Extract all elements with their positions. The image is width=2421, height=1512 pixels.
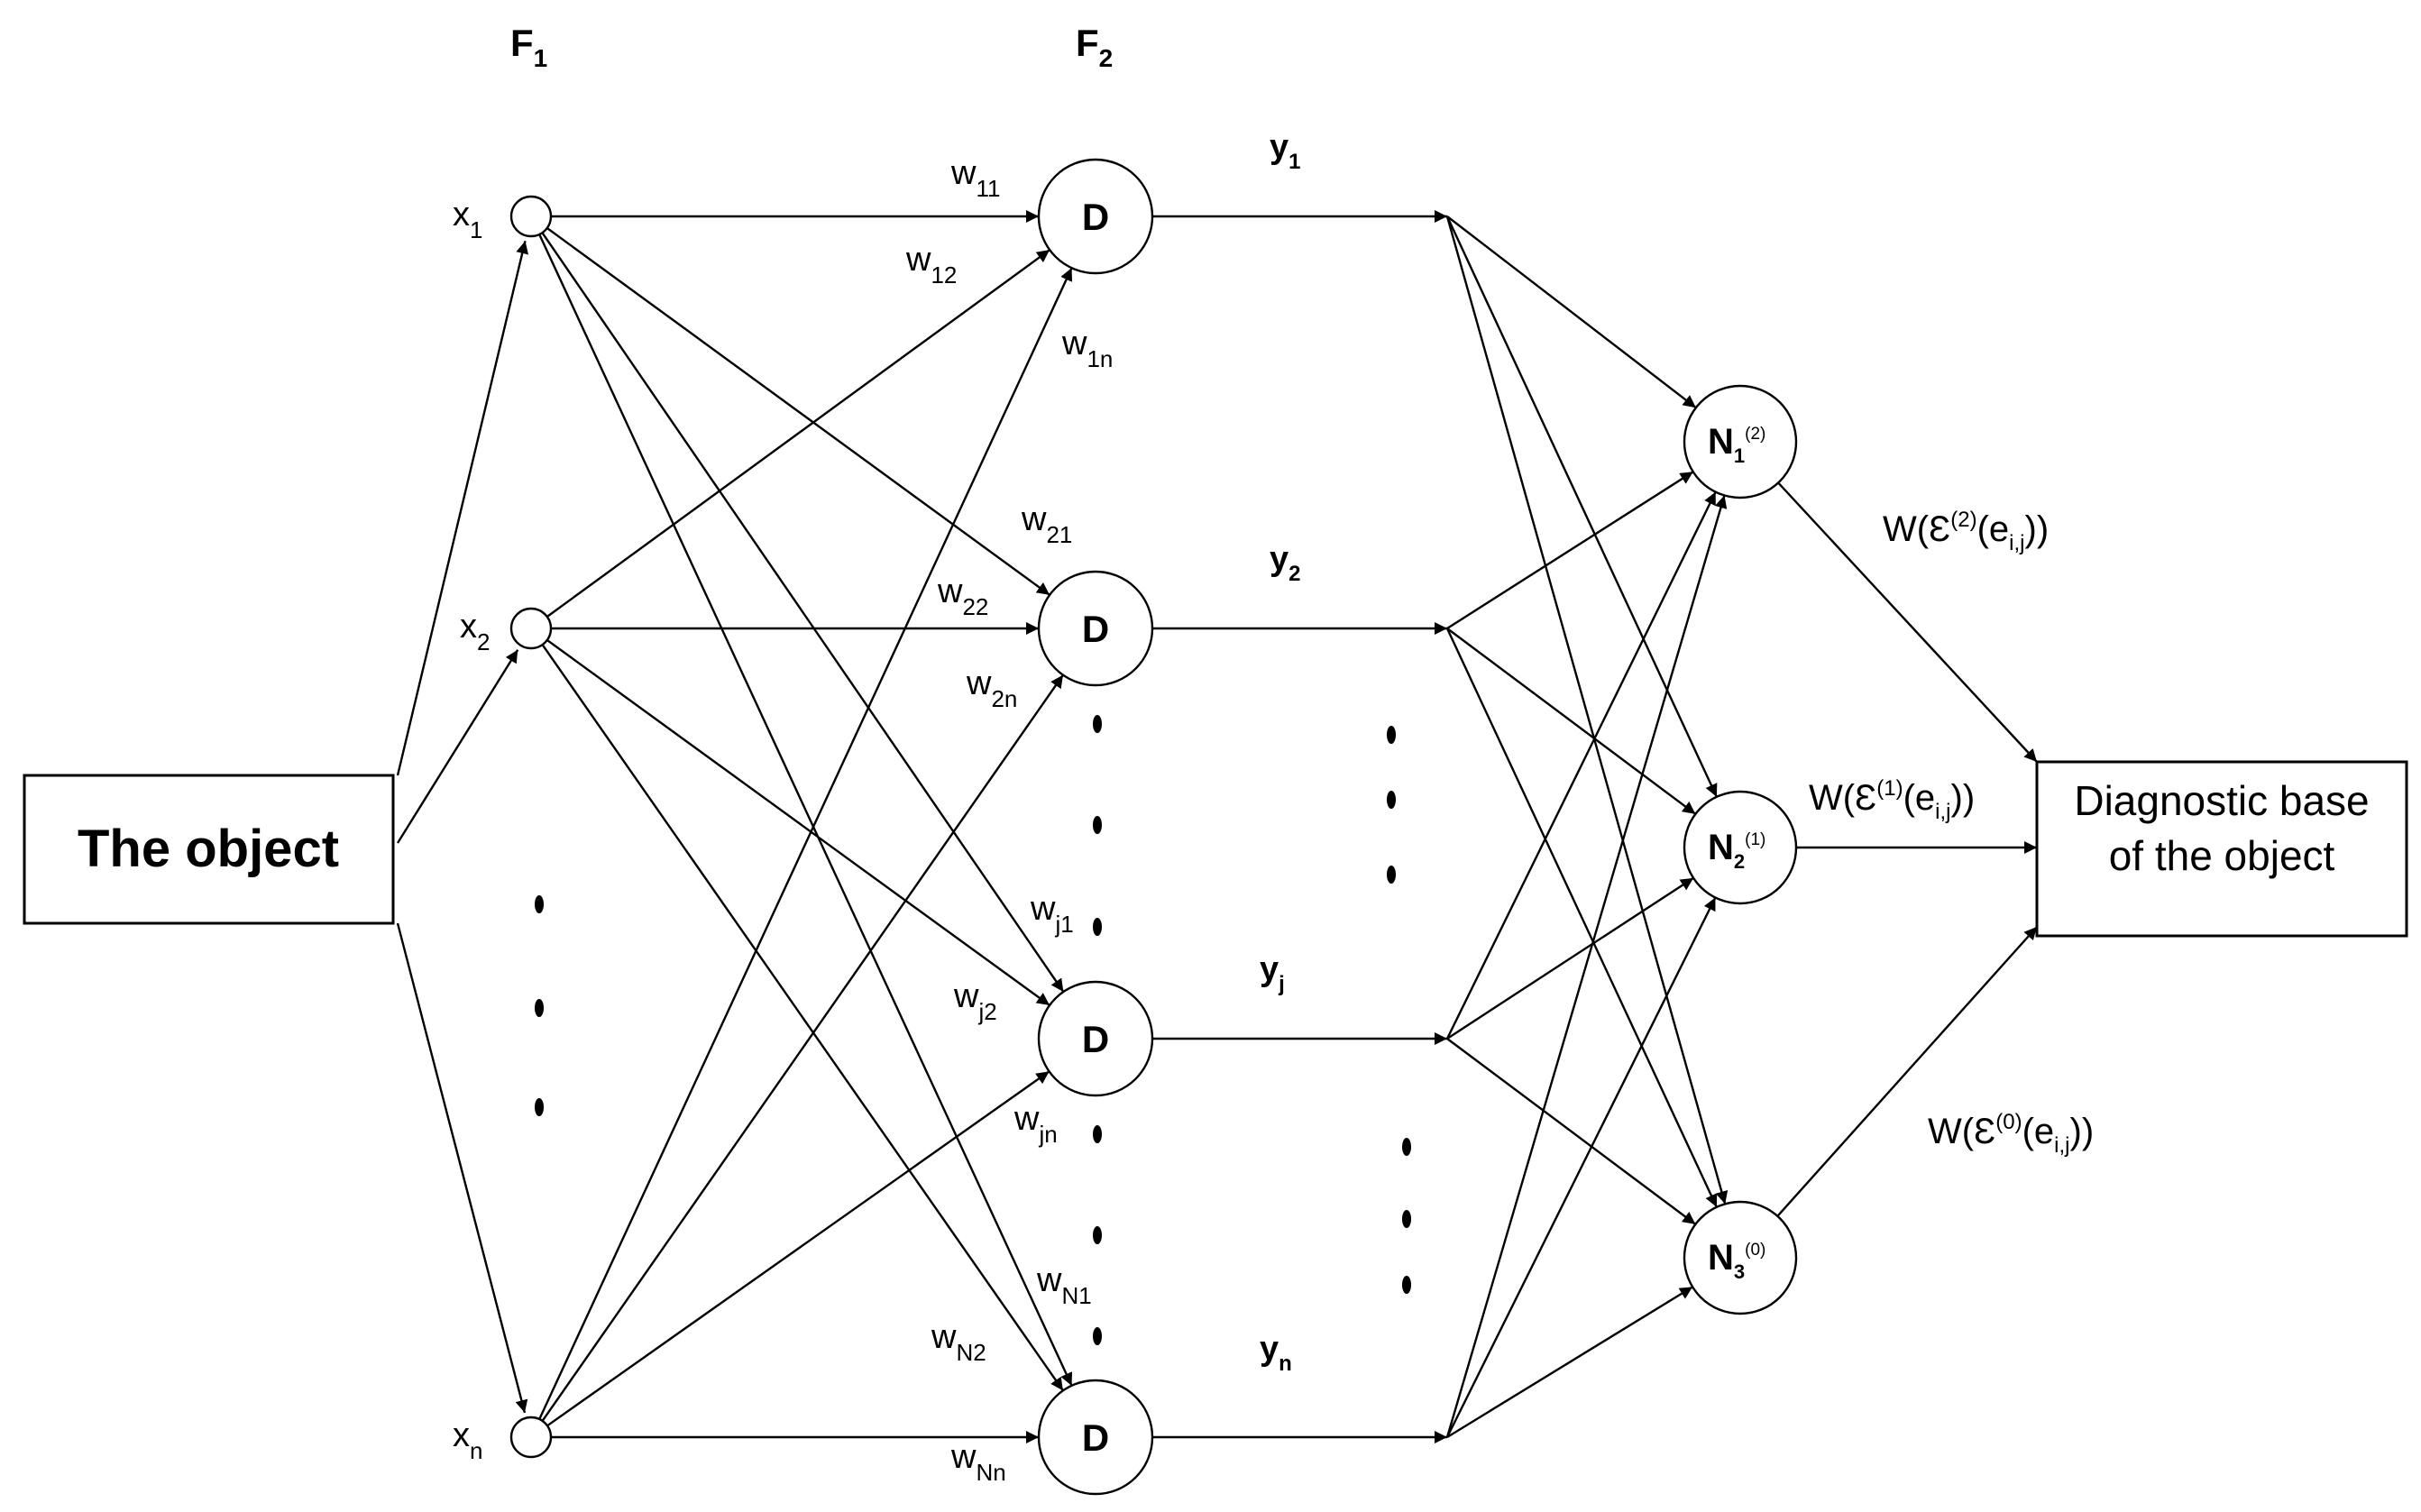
ellipsis-dot xyxy=(535,999,544,1017)
ellipsis-dot xyxy=(1093,1226,1102,1244)
svg-text:xn: xn xyxy=(453,1416,482,1464)
weight-label-wjn: wjn xyxy=(1013,1100,1058,1148)
output-label-y1: y1 xyxy=(1270,128,1301,174)
arrow-output-to-n-node xyxy=(1445,896,1717,1438)
diagnostic-base-line2: of the object xyxy=(2109,832,2335,879)
wfunc-label-2: W(Ɛ(2)(ei,j)) xyxy=(1883,508,2049,555)
arrow-input-to-d-node xyxy=(538,234,1073,1387)
arrow-input-to-d-node xyxy=(546,227,1050,596)
ellipsis-dot xyxy=(1387,726,1396,744)
ellipsis-dot xyxy=(1093,918,1102,936)
svg-text:D: D xyxy=(1082,196,1109,238)
input-node-x1: x1 xyxy=(453,195,553,243)
arrow-object-to-input xyxy=(396,922,528,1414)
weight-label-w12: w12 xyxy=(905,241,957,289)
ellipsis-dot xyxy=(1093,1125,1102,1143)
diagnostic-base-box xyxy=(2035,760,2408,938)
svg-text:D: D xyxy=(1082,1416,1109,1459)
ellipsis-dot xyxy=(1093,1327,1102,1345)
object-box-label: The object xyxy=(78,820,339,878)
input-node-xn: xn xyxy=(453,1416,553,1464)
ellipsis-dot xyxy=(1402,1138,1411,1156)
ellipsis-dot xyxy=(1093,816,1102,834)
n-node-3: N3(0) xyxy=(1683,1200,1798,1315)
d-node-1: D xyxy=(1037,158,1154,275)
arrow-input-to-d-node xyxy=(541,232,1065,993)
object-box xyxy=(23,774,395,925)
ellipsis-dot xyxy=(1387,791,1396,809)
arrow-n-node-to-diagnostic-base xyxy=(1777,481,2038,763)
wfunc-label-0: W(Ɛ(0)(ei,j)) xyxy=(1928,1110,2094,1158)
weight-label-wj2: wj2 xyxy=(953,977,997,1025)
svg-text:x1: x1 xyxy=(453,196,482,243)
arrow-output-to-n-node xyxy=(1446,1038,1697,1225)
arrow-output-to-n-node xyxy=(1446,876,1694,1040)
weight-label-w11: w11 xyxy=(950,154,1000,202)
arrow-output-to-n-node xyxy=(1445,495,1728,1438)
weight-label-w22: w22 xyxy=(937,573,988,620)
ellipsis-dot xyxy=(535,1098,544,1116)
d-node-j: D xyxy=(1037,980,1154,1097)
layer-label-f1: F1 xyxy=(510,22,547,72)
arrow-output-to-n-node xyxy=(1446,1286,1693,1439)
svg-text:N1(2): N1(2) xyxy=(1708,422,1765,467)
svg-text:D: D xyxy=(1082,608,1109,650)
d-node-n: D xyxy=(1037,1379,1154,1496)
ellipsis-dot xyxy=(1093,715,1102,733)
weight-label-w21: w21 xyxy=(1021,500,1072,548)
d-node-2: D xyxy=(1037,570,1154,687)
arrow-output-to-n-node xyxy=(1445,491,1717,1040)
arrow-output-to-n-node xyxy=(1446,628,1697,815)
weight-label-wN2: wN2 xyxy=(931,1318,986,1366)
arrow-object-to-input xyxy=(396,240,529,776)
ellipsis-dot xyxy=(535,895,544,913)
layer-label-f2: F2 xyxy=(1076,22,1113,72)
n-node-2: N2(1) xyxy=(1683,790,1798,905)
arrow-output-to-n-node xyxy=(1446,215,1697,409)
weight-label-wNn: wNn xyxy=(950,1438,1006,1486)
ellipsis-dot xyxy=(1387,866,1396,884)
input-node-x2: x2 xyxy=(460,607,553,655)
arrow-output-to-n-node xyxy=(1445,215,1729,1205)
ellipsis-dot xyxy=(1402,1210,1411,1228)
weight-label-wN1: wN1 xyxy=(1036,1261,1092,1309)
arrow-output-to-n-node xyxy=(1445,215,1718,798)
arrow-output-to-n-node xyxy=(1445,628,1718,1208)
arrow-n-node-to-diagnostic-base xyxy=(1776,926,2038,1217)
weight-label-w1n: w1n xyxy=(1061,325,1113,372)
arrow-input-to-d-node xyxy=(546,1070,1050,1427)
weight-label-wj1: wj1 xyxy=(1030,890,1074,938)
diagnostic-base-line1: Diagnostic base xyxy=(2074,777,2369,824)
svg-text:D: D xyxy=(1082,1018,1109,1060)
arrow-input-to-d-node xyxy=(546,638,1050,1006)
svg-text:x2: x2 xyxy=(460,608,490,655)
n-node-1: N1(2) xyxy=(1683,384,1798,499)
weight-label-w2n: w2n xyxy=(966,664,1017,712)
connection-arrows xyxy=(396,210,2038,1443)
arrow-input-to-d-node xyxy=(546,249,1050,618)
ellipsis-dots xyxy=(535,715,1411,1345)
ellipsis-dot xyxy=(1402,1276,1411,1294)
output-label-yn: yn xyxy=(1260,1330,1292,1376)
arrow-input-to-d-node xyxy=(541,644,1064,1392)
svg-text:N2(1): N2(1) xyxy=(1708,828,1765,873)
arrow-input-to-d-node xyxy=(541,674,1064,1422)
svg-text:N3(0): N3(0) xyxy=(1708,1238,1765,1283)
arrow-output-to-n-node xyxy=(1446,471,1694,630)
output-label-yj: yj xyxy=(1260,950,1285,996)
output-label-y2: y2 xyxy=(1270,540,1301,586)
arrow-input-to-d-node xyxy=(538,267,1073,1420)
arrow-object-to-input xyxy=(396,649,519,844)
wfunc-label-1: W(Ɛ(1)(ei,j)) xyxy=(1809,776,1975,824)
